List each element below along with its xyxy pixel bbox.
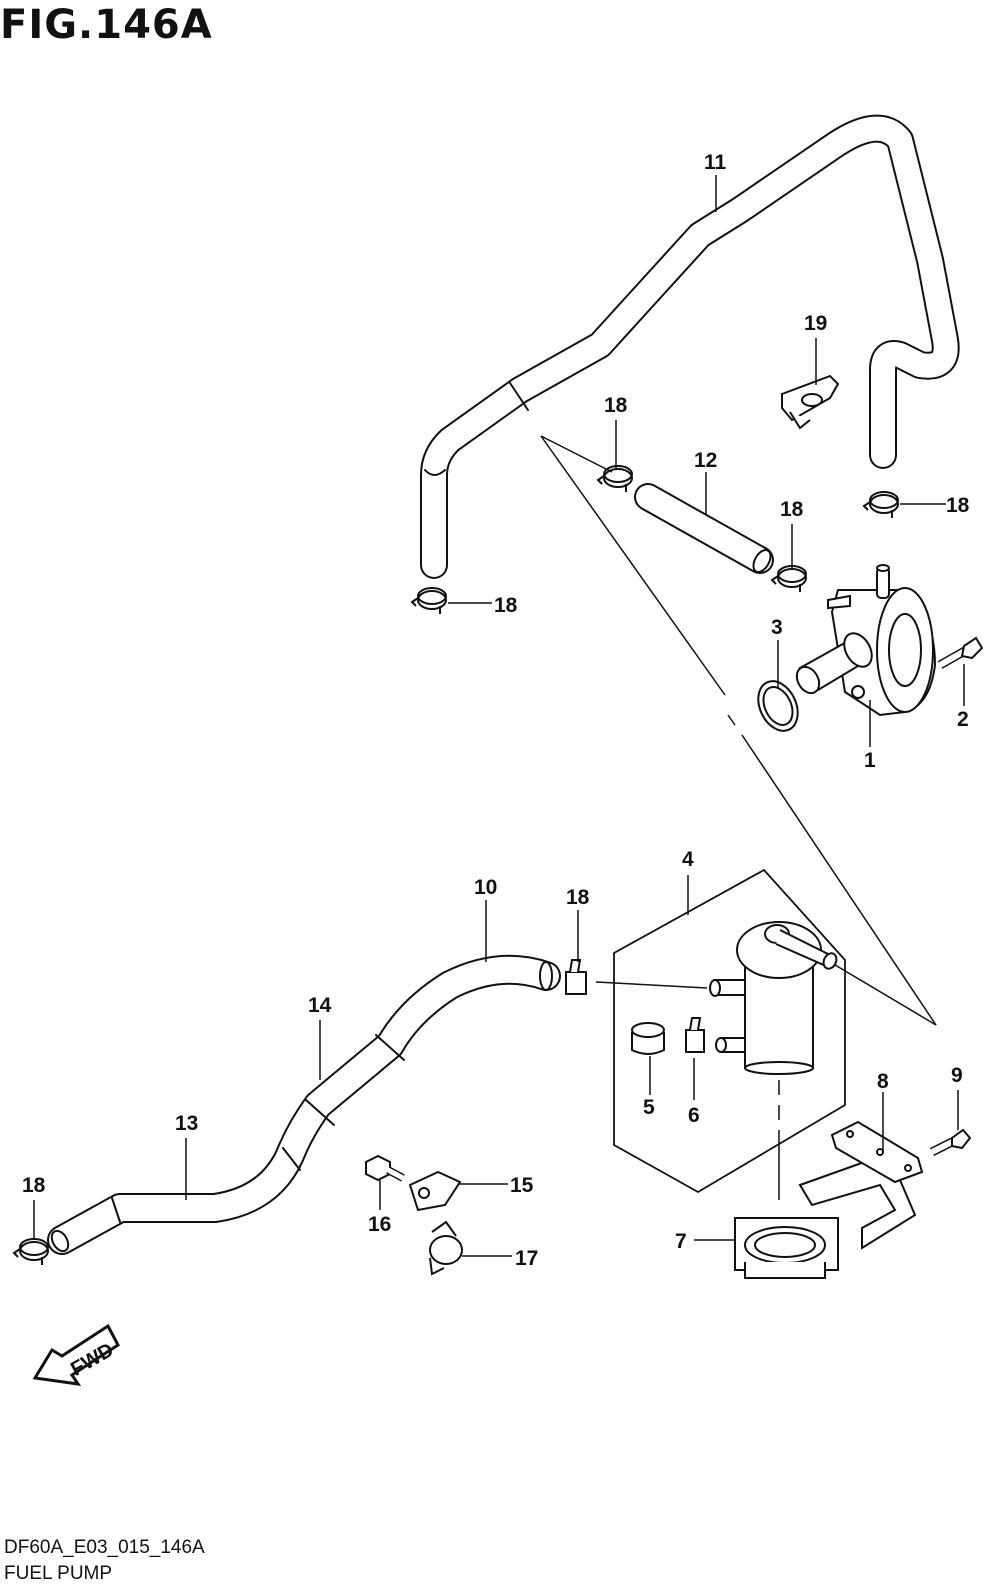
clamp-18-c <box>771 565 807 593</box>
callout-3: 3 <box>771 616 783 639</box>
figure-title: FIG.146A <box>0 2 213 48</box>
figure-caption: FUEL PUMP <box>4 1563 113 1584</box>
callout-18-e: 18 <box>566 886 590 909</box>
callout-16: 16 <box>368 1213 391 1236</box>
callout-numbers: 1 2 3 4 5 6 7 8 9 10 11 12 13 14 15 16 1… <box>22 151 970 1270</box>
fuel-pump-1 <box>795 564 937 717</box>
bolt-9 <box>929 1128 972 1157</box>
callout-12: 12 <box>694 449 717 472</box>
callout-18-c: 18 <box>780 498 804 521</box>
callout-leaders <box>33 175 965 1257</box>
hose-11 <box>420 114 960 579</box>
bolt-2 <box>937 636 984 669</box>
callout-10: 10 <box>474 876 497 899</box>
callout-18-a: 18 <box>494 594 518 617</box>
callout-4: 4 <box>682 848 694 871</box>
callout-8: 8 <box>877 1070 889 1093</box>
drawing-code: DF60A_E03_015_146A <box>4 1537 205 1558</box>
hose-10-13-14 <box>47 954 561 1255</box>
clip-18-f <box>565 959 587 995</box>
holder-7 <box>734 1217 839 1279</box>
fwd-arrow: FWD <box>32 1323 120 1386</box>
callout-18-b: 18 <box>604 394 628 417</box>
callout-11: 11 <box>704 151 727 174</box>
hose-12 <box>634 483 774 574</box>
clamp-18-b <box>597 465 633 493</box>
callout-9: 9 <box>951 1064 963 1087</box>
callout-5: 5 <box>643 1096 655 1119</box>
clip-19 <box>781 374 840 430</box>
bracket-8 <box>798 1120 924 1250</box>
o-ring-3 <box>757 680 799 732</box>
callout-15: 15 <box>510 1174 534 1197</box>
callout-6: 6 <box>688 1104 700 1127</box>
clip-17 <box>429 1220 463 1276</box>
clip-6 <box>685 1017 705 1053</box>
cap-5 <box>631 1022 665 1055</box>
clamp-18-e <box>13 1238 49 1266</box>
callout-13: 13 <box>175 1112 198 1135</box>
callout-1: 1 <box>864 749 876 772</box>
callout-19: 19 <box>804 312 827 335</box>
filter-assembly-4 <box>595 868 846 1200</box>
clamp-18-a <box>411 587 447 615</box>
plate-15 <box>408 1170 462 1212</box>
clamp-18-d <box>863 491 899 519</box>
callout-14: 14 <box>308 994 332 1017</box>
callout-7: 7 <box>675 1230 687 1253</box>
leader-lines <box>540 435 937 1026</box>
callout-18-d: 18 <box>946 494 970 517</box>
callout-2: 2 <box>957 708 969 731</box>
bolt-16 <box>365 1154 405 1182</box>
callout-17: 17 <box>515 1247 538 1270</box>
callout-18-f: 18 <box>22 1174 46 1197</box>
